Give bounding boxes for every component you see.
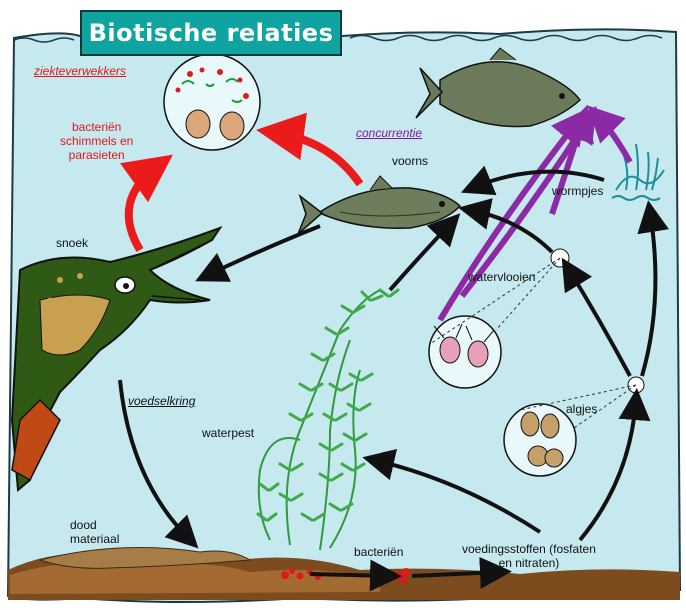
label-dood-materiaal: dood materiaal	[70, 518, 119, 546]
label-bacterien-schimmels-parasieten: bacteriën schimmels en parasieten	[60, 120, 133, 162]
label-watervlooien: watervlooien	[468, 270, 535, 284]
label-waterpest: waterpest	[202, 426, 254, 440]
label-concurrentie: concurrentie	[356, 126, 422, 140]
page-title: Biotische relaties	[80, 10, 342, 56]
arrow-sediment-to-bacterien	[310, 574, 390, 576]
label-snoek: snoek	[56, 236, 88, 250]
microbes-icon	[164, 54, 260, 150]
water-flea-icon	[429, 316, 501, 388]
label-voedingsstoffen: voedingsstoffen (fosfaten en nitraten)	[462, 542, 596, 570]
label-voedselkring: voedselkring	[128, 394, 195, 408]
label-voorns: voorns	[392, 154, 428, 168]
label-wormpjes: wormpjes	[552, 184, 603, 198]
label-algjes: algjes	[566, 402, 597, 416]
label-bacterien: bacteriën	[354, 545, 403, 559]
label-ziekteverwekkers: ziekteverwekkers	[34, 64, 126, 78]
